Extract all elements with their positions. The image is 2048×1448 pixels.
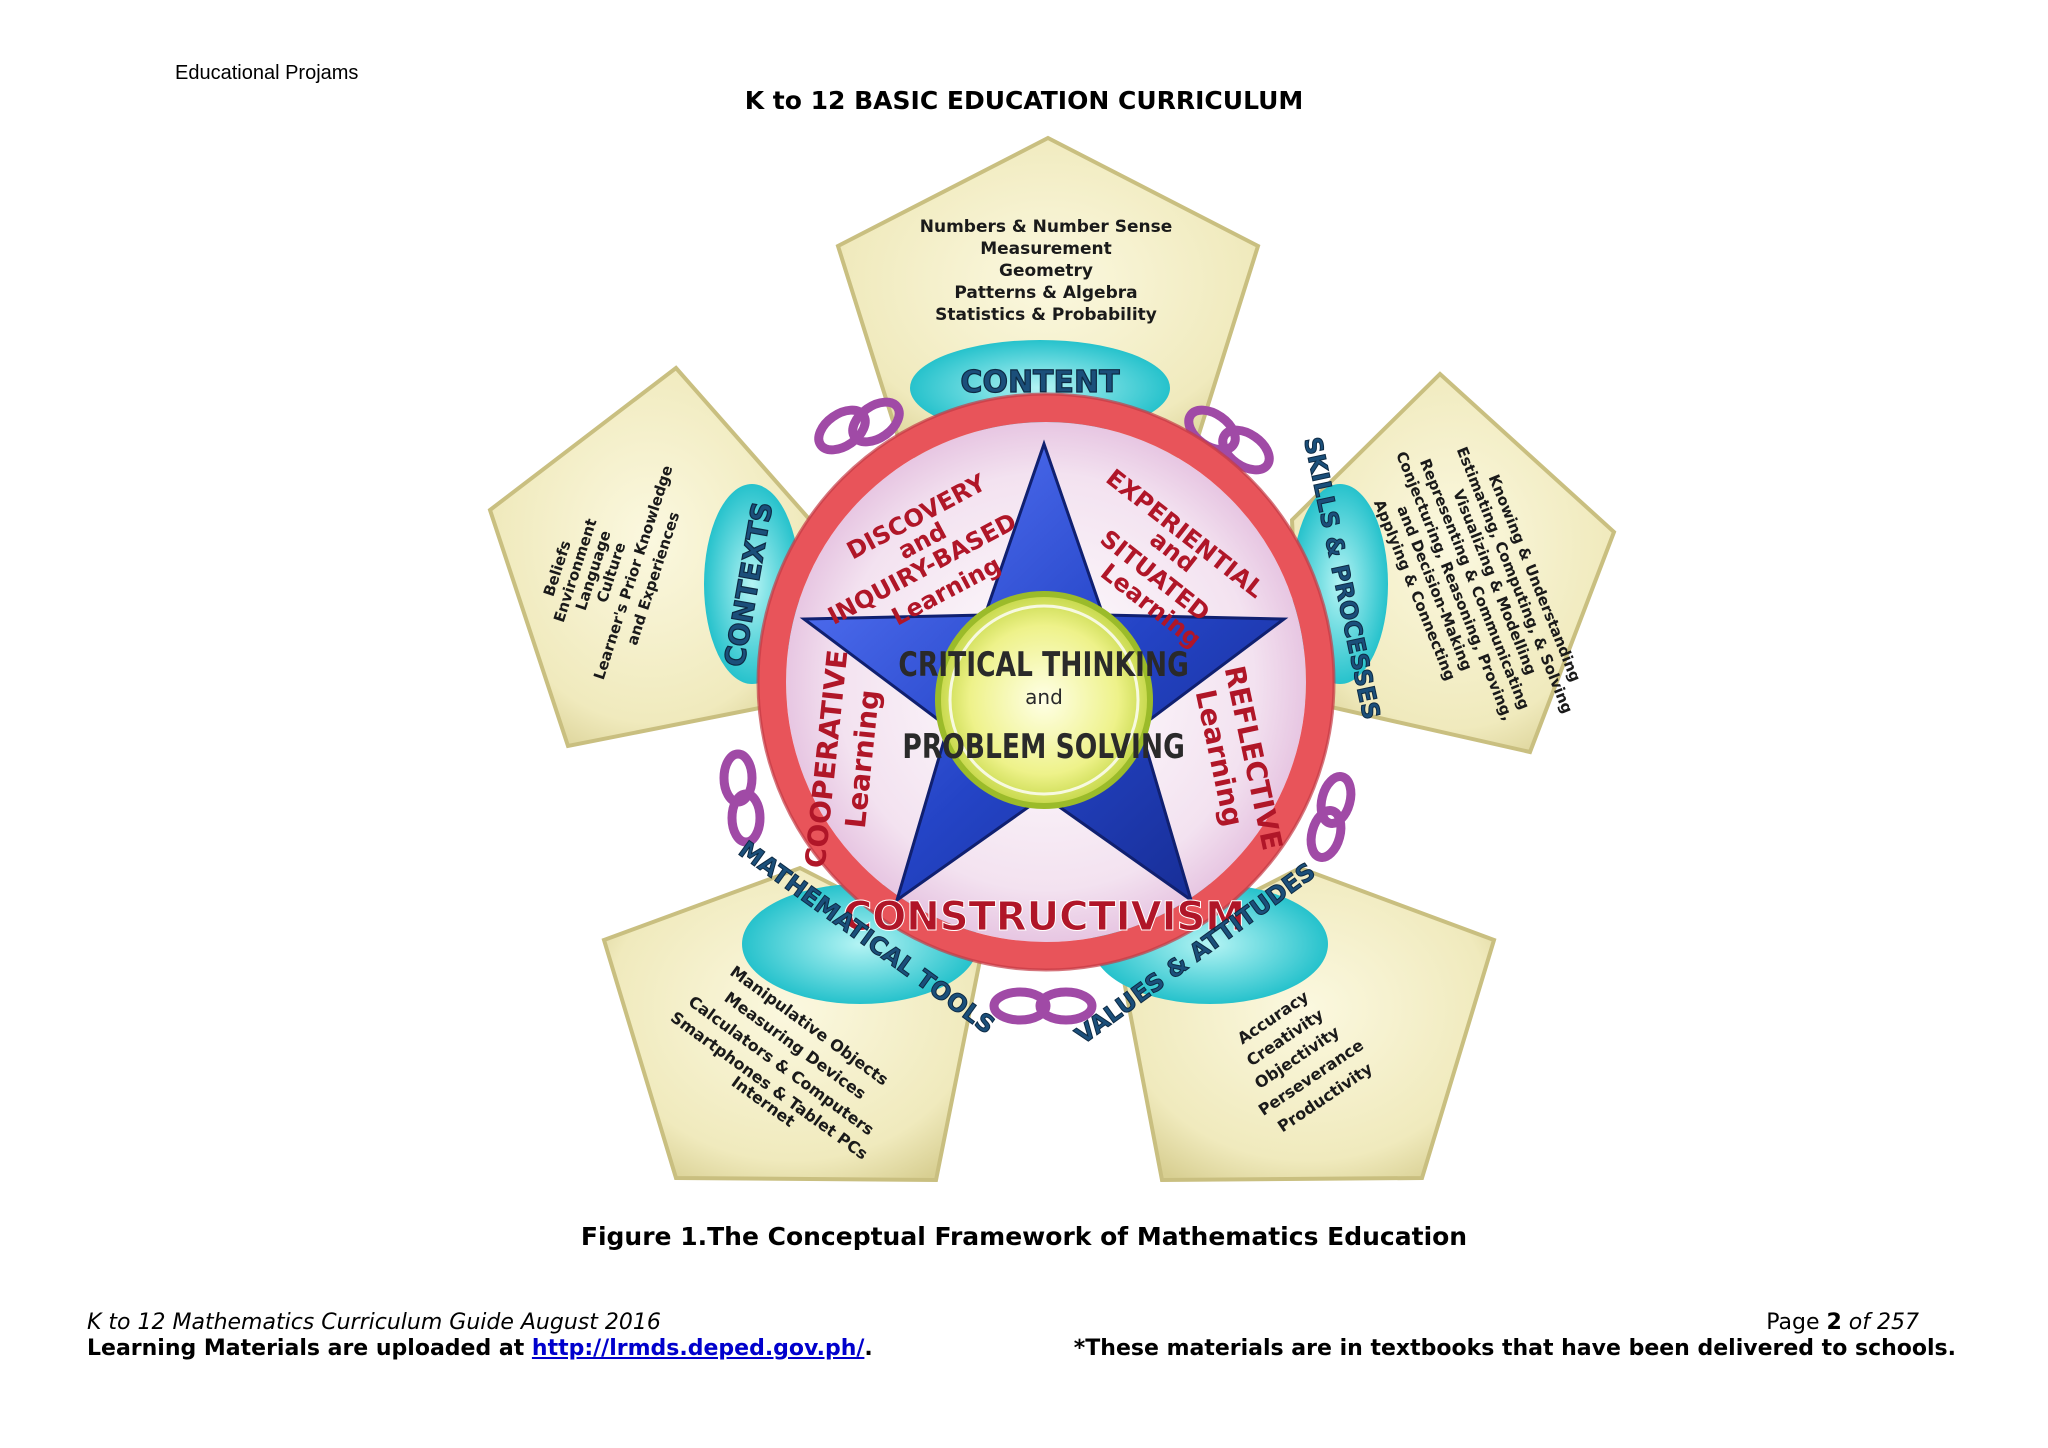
- center-circle: [935, 591, 1153, 809]
- content-item: Measurement: [980, 239, 1112, 259]
- footer-page-number: Page 2 of 257: [1766, 1310, 1919, 1335]
- red-ring: [758, 394, 1334, 970]
- center-line-1: CRITICAL THINKING: [898, 646, 1189, 685]
- header-note: Educational Projams: [175, 62, 359, 84]
- page-total: of 257: [1841, 1310, 1919, 1335]
- footer-guide-title: K to 12 Mathematics Curriculum Guide Aug…: [87, 1310, 661, 1335]
- content-item: Geometry: [999, 261, 1093, 281]
- lrmds-link[interactable]: http://lrmds.deped.gov.ph/: [531, 1336, 865, 1361]
- footer-uploaded-line: Learning Materials are uploaded at http:…: [87, 1336, 873, 1361]
- footer-note: *These materials are in textbooks that h…: [1073, 1336, 1956, 1361]
- footer-uploaded-prefix: Learning Materials are uploaded at: [87, 1336, 532, 1361]
- approach-constructivism: CONSTRUCTIVISM: [843, 894, 1245, 940]
- chain-links: [719, 397, 1356, 1025]
- page-current: 2: [1826, 1310, 1842, 1335]
- content-item: Numbers & Number Sense: [920, 217, 1172, 237]
- center-line-2: PROBLEM SOLVING: [902, 728, 1184, 767]
- figure-caption: Figure 1.The Conceptual Framework of Mat…: [580, 1222, 1468, 1251]
- content-item: Patterns & Algebra: [954, 283, 1137, 303]
- page-label: Page: [1766, 1310, 1827, 1335]
- footer-uploaded-suffix: .: [864, 1336, 873, 1361]
- label-content: CONTENT: [960, 365, 1120, 400]
- document-title: K to 12 BASIC EDUCATION CURRICULUM: [744, 86, 1304, 115]
- center-and: and: [1025, 685, 1063, 709]
- content-item: Statistics & Probability: [935, 305, 1157, 325]
